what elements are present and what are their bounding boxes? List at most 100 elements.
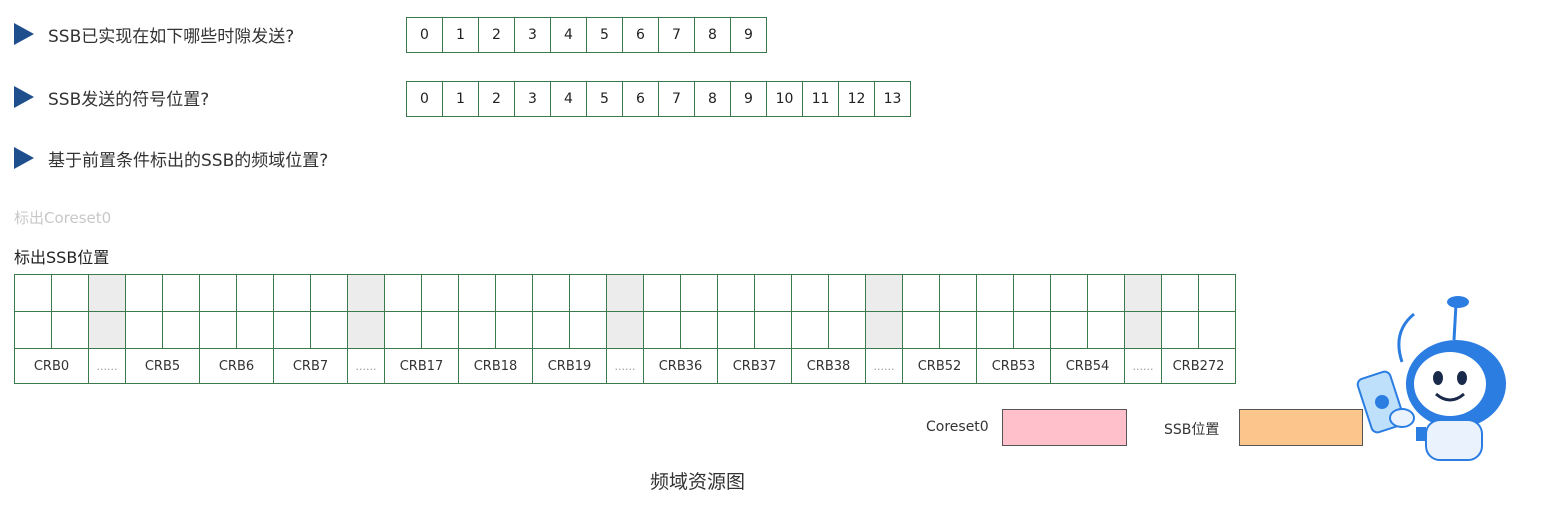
grid-cell[interactable] [236, 274, 274, 312]
grid-cell[interactable] [754, 274, 792, 312]
grid-cell[interactable] [717, 274, 755, 312]
symbol-cell[interactable]: 0 [420, 91, 429, 107]
symbol-cell[interactable]: 13 [874, 82, 910, 116]
grid-cell[interactable] [384, 311, 422, 349]
grid-cell[interactable] [273, 274, 311, 312]
crb-label: CRB36 [643, 348, 718, 384]
grid-cell[interactable] [1087, 274, 1125, 312]
grid-cell[interactable] [1087, 311, 1125, 349]
grid-cell[interactable] [1198, 311, 1236, 349]
grid-cell[interactable] [421, 274, 459, 312]
grid-cell[interactable] [902, 311, 940, 349]
grid-cell[interactable] [569, 311, 607, 349]
symbol-cell[interactable]: 7 [658, 82, 694, 116]
grid-cell[interactable] [236, 311, 274, 349]
symbol-cell[interactable]: 9 [730, 82, 766, 116]
grid-cell[interactable] [569, 274, 607, 312]
symbol-cell[interactable]: 4 [550, 82, 586, 116]
grid-cell[interactable] [199, 274, 237, 312]
grid-cell[interactable] [310, 311, 348, 349]
grid-cell[interactable] [643, 274, 681, 312]
grid-cell[interactable] [14, 274, 52, 312]
crb-ellipsis: ...... [88, 348, 126, 384]
grid-cell[interactable] [828, 311, 866, 349]
grid-cell[interactable] [976, 311, 1014, 349]
grid-cell[interactable] [51, 311, 89, 349]
legend-coreset-swatch [1002, 409, 1127, 446]
legend-ssb-swatch [1239, 409, 1363, 446]
grid-cell[interactable] [1013, 274, 1051, 312]
slot-cell[interactable]: 3 [514, 18, 550, 52]
crb-label: CRB7 [273, 348, 348, 384]
symbol-cell[interactable]: 8 [694, 82, 730, 116]
grid-cell[interactable] [680, 311, 718, 349]
grid-cell[interactable] [532, 311, 570, 349]
symbol-cell[interactable]: 11 [802, 82, 838, 116]
symbol-cell[interactable]: 12 [838, 82, 874, 116]
grid-cell[interactable] [939, 311, 977, 349]
grid-cell[interactable] [310, 274, 348, 312]
slot-cell[interactable]: 4 [550, 18, 586, 52]
crb-label: CRB17 [384, 348, 459, 384]
grid-cell[interactable] [162, 311, 200, 349]
figure-caption: 频域资源图 [650, 471, 746, 493]
symbol-cell[interactable]: 3 [514, 82, 550, 116]
grid-cell[interactable] [1013, 311, 1051, 349]
slot-cell[interactable]: 5 [586, 18, 622, 52]
grid-gap-cell [606, 311, 644, 349]
grid-cell[interactable] [1050, 274, 1088, 312]
slot-cell[interactable]: 2 [478, 18, 514, 52]
grid-cell[interactable] [828, 274, 866, 312]
grid-cell[interactable] [643, 311, 681, 349]
symbol-cell[interactable]: 1 [442, 82, 478, 116]
grid-cell[interactable] [1050, 311, 1088, 349]
grid-cell[interactable] [1161, 311, 1199, 349]
grid-cell[interactable] [162, 274, 200, 312]
grid-cell[interactable] [125, 274, 163, 312]
question-3: 基于前置条件标出的SSB的频域位置? [14, 140, 328, 176]
grid-cell[interactable] [495, 311, 533, 349]
slot-cell[interactable]: 8 [694, 18, 730, 52]
slot-cell[interactable]: 0 [420, 27, 429, 43]
grid-cell[interactable] [384, 274, 422, 312]
question-2-text: SSB发送的符号位置? [48, 89, 210, 110]
arrow-right-icon [14, 23, 34, 45]
crb-label: CRB272 [1161, 348, 1236, 384]
grid-cell[interactable] [421, 311, 459, 349]
grid-row [14, 274, 1236, 312]
grid-cell[interactable] [51, 274, 89, 312]
grid-cell[interactable] [717, 311, 755, 349]
slot-cell[interactable]: 6 [622, 18, 658, 52]
grid-cell[interactable] [902, 274, 940, 312]
grid-cell[interactable] [495, 274, 533, 312]
grid-cell[interactable] [976, 274, 1014, 312]
slot-cell[interactable]: 9 [730, 18, 766, 52]
grid-gap-cell [606, 274, 644, 312]
crb-label: CRB38 [791, 348, 866, 384]
robot-mascot-icon [1352, 292, 1512, 476]
grid-gap-cell [1124, 274, 1162, 312]
symbol-cell[interactable]: 10 [766, 82, 802, 116]
grid-cell[interactable] [791, 311, 829, 349]
crb-label: CRB19 [532, 348, 607, 384]
grid-cell[interactable] [1161, 274, 1199, 312]
slot-cell[interactable]: 1 [442, 18, 478, 52]
grid-cell[interactable] [754, 311, 792, 349]
grid-cell[interactable] [125, 311, 163, 349]
grid-cell[interactable] [458, 274, 496, 312]
legend-ssb-label: SSB位置 [1164, 422, 1220, 438]
symbol-cell[interactable]: 5 [586, 82, 622, 116]
grid-cell[interactable] [939, 274, 977, 312]
symbol-cell[interactable]: 6 [622, 82, 658, 116]
grid-cell[interactable] [1198, 274, 1236, 312]
grid-cell[interactable] [14, 311, 52, 349]
grid-cell[interactable] [273, 311, 311, 349]
slot-cell[interactable]: 7 [658, 18, 694, 52]
grid-cell[interactable] [532, 274, 570, 312]
grid-cell[interactable] [199, 311, 237, 349]
grid-cell[interactable] [458, 311, 496, 349]
grid-cell[interactable] [680, 274, 718, 312]
grid-gap-cell [1124, 311, 1162, 349]
grid-cell[interactable] [791, 274, 829, 312]
symbol-cell[interactable]: 2 [478, 82, 514, 116]
